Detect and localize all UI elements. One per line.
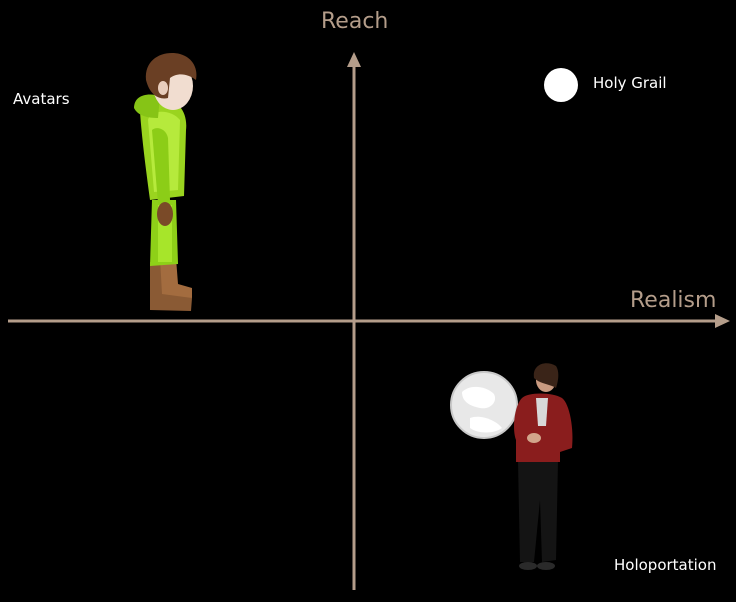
holy-grail-circle (544, 68, 578, 102)
top-left-quadrant-label: Avatars (13, 90, 70, 108)
avatar-figure (134, 53, 197, 311)
vertical-axis-label: Reach (321, 9, 389, 34)
horizontal-axis-label: Realism (630, 288, 717, 313)
holoportation-figure (450, 363, 573, 570)
bottom-right-quadrant-label: Holoportation (614, 556, 717, 574)
horizontal-axis-arrowhead (715, 314, 730, 328)
top-right-quadrant-label: Holy Grail (593, 74, 667, 92)
vertical-axis-arrowhead (347, 52, 361, 67)
